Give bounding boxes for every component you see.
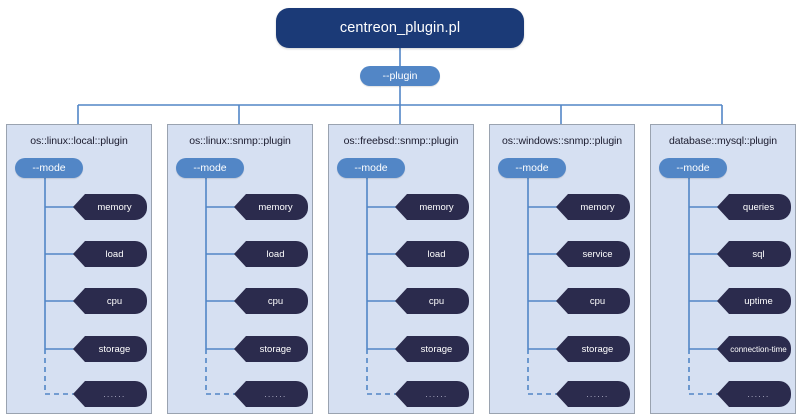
mode-node[interactable]: service bbox=[556, 241, 630, 267]
plugin-panel-title: os::linux::local::plugin bbox=[30, 135, 128, 147]
mode-node[interactable]: cpu bbox=[73, 288, 147, 314]
option-pill-mode[interactable]: --mode bbox=[176, 158, 244, 178]
mode-node[interactable]: connection-time bbox=[717, 336, 791, 362]
mode-node[interactable]: uptime bbox=[717, 288, 791, 314]
option-pill-mode[interactable]: --mode bbox=[659, 158, 727, 178]
mode-node-ellipsis[interactable]: ...... bbox=[73, 381, 147, 407]
root-node-centreon-plugin[interactable]: centreon_plugin.pl bbox=[276, 8, 524, 48]
plugin-panel-title: os::windows::snmp::plugin bbox=[501, 135, 623, 147]
plugin-panel-title: database::mysql::plugin bbox=[668, 135, 778, 147]
option-pill-mode[interactable]: --mode bbox=[15, 158, 83, 178]
mode-node[interactable]: load bbox=[234, 241, 308, 267]
mode-node[interactable]: cpu bbox=[234, 288, 308, 314]
mode-node[interactable]: storage bbox=[395, 336, 469, 362]
mode-node[interactable]: memory bbox=[395, 194, 469, 220]
plugin-panel-title: os::linux::snmp::plugin bbox=[189, 135, 291, 147]
mode-node-ellipsis[interactable]: ...... bbox=[717, 381, 791, 407]
option-pill-plugin[interactable]: --plugin bbox=[360, 66, 440, 86]
mode-node[interactable]: storage bbox=[234, 336, 308, 362]
mode-node[interactable]: cpu bbox=[395, 288, 469, 314]
mode-node[interactable]: storage bbox=[73, 336, 147, 362]
mode-node[interactable]: memory bbox=[73, 194, 147, 220]
option-pill-mode[interactable]: --mode bbox=[337, 158, 405, 178]
plugin-panel-title: os::freebsd::snmp::plugin bbox=[343, 135, 459, 147]
option-pill-mode[interactable]: --mode bbox=[498, 158, 566, 178]
mode-node[interactable]: cpu bbox=[556, 288, 630, 314]
mode-node-ellipsis[interactable]: ...... bbox=[234, 381, 308, 407]
mode-node[interactable]: load bbox=[73, 241, 147, 267]
mode-node[interactable]: memory bbox=[556, 194, 630, 220]
mode-node-ellipsis[interactable]: ...... bbox=[556, 381, 630, 407]
mode-node[interactable]: sql bbox=[717, 241, 791, 267]
mode-node[interactable]: load bbox=[395, 241, 469, 267]
mode-node[interactable]: storage bbox=[556, 336, 630, 362]
mode-node[interactable]: memory bbox=[234, 194, 308, 220]
mode-node-ellipsis[interactable]: ...... bbox=[395, 381, 469, 407]
mode-node[interactable]: queries bbox=[717, 194, 791, 220]
